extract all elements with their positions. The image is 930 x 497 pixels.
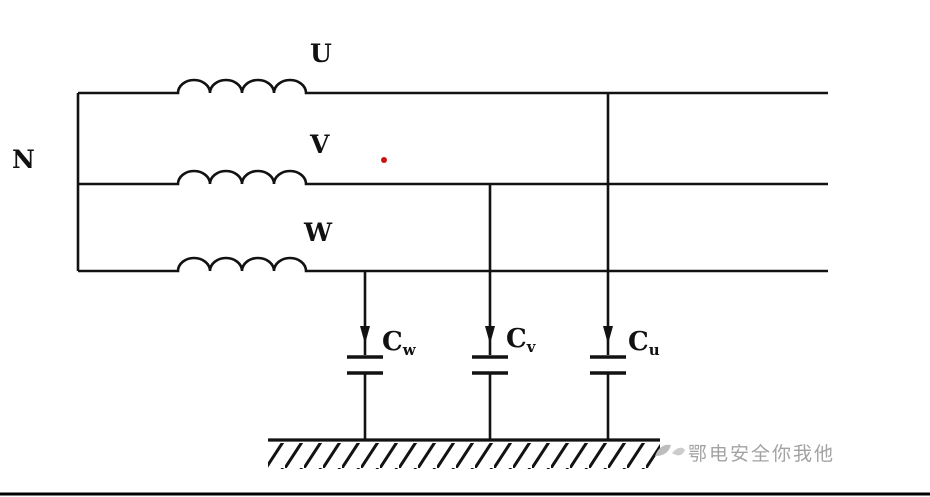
watermark-text: 鄂电安全你我他 xyxy=(688,443,835,465)
capacitor-cv-label: Cv xyxy=(506,324,537,356)
capacitor-cw-label: Cw xyxy=(382,327,417,359)
capacitor-cu-label: Cu xyxy=(628,327,660,359)
cw-arrow-down-icon xyxy=(360,326,370,344)
phase-w-label: W xyxy=(303,218,333,247)
watermark: 鄂电安全你我他 xyxy=(655,443,835,465)
cv-arrow-down-icon xyxy=(485,326,495,344)
cu-arrow-down-icon xyxy=(603,326,613,344)
phase-u-label: U xyxy=(310,39,332,68)
capacitor-cw-branch xyxy=(347,271,383,441)
capacitor-cv-branch xyxy=(472,184,508,441)
capacitor-cu-branch xyxy=(590,93,626,441)
cv-symbol: C xyxy=(506,324,527,354)
ground-hatching xyxy=(268,443,660,469)
cw-symbol: C xyxy=(382,327,403,357)
phase-w-wire-with-inductor xyxy=(78,256,828,273)
red-dot xyxy=(381,157,387,163)
cu-symbol: C xyxy=(628,327,649,357)
phase-u-wire-with-inductor xyxy=(78,78,828,95)
ground-symbol xyxy=(268,438,660,469)
cw-subscript: w xyxy=(402,341,417,359)
neutral-label: N xyxy=(12,145,35,174)
phase-v-wire-with-inductor xyxy=(78,169,828,186)
cu-subscript: u xyxy=(649,341,660,359)
cv-subscript: v xyxy=(526,338,537,356)
phase-v-label: V xyxy=(309,130,330,159)
watermark-logo-icon xyxy=(655,444,685,456)
